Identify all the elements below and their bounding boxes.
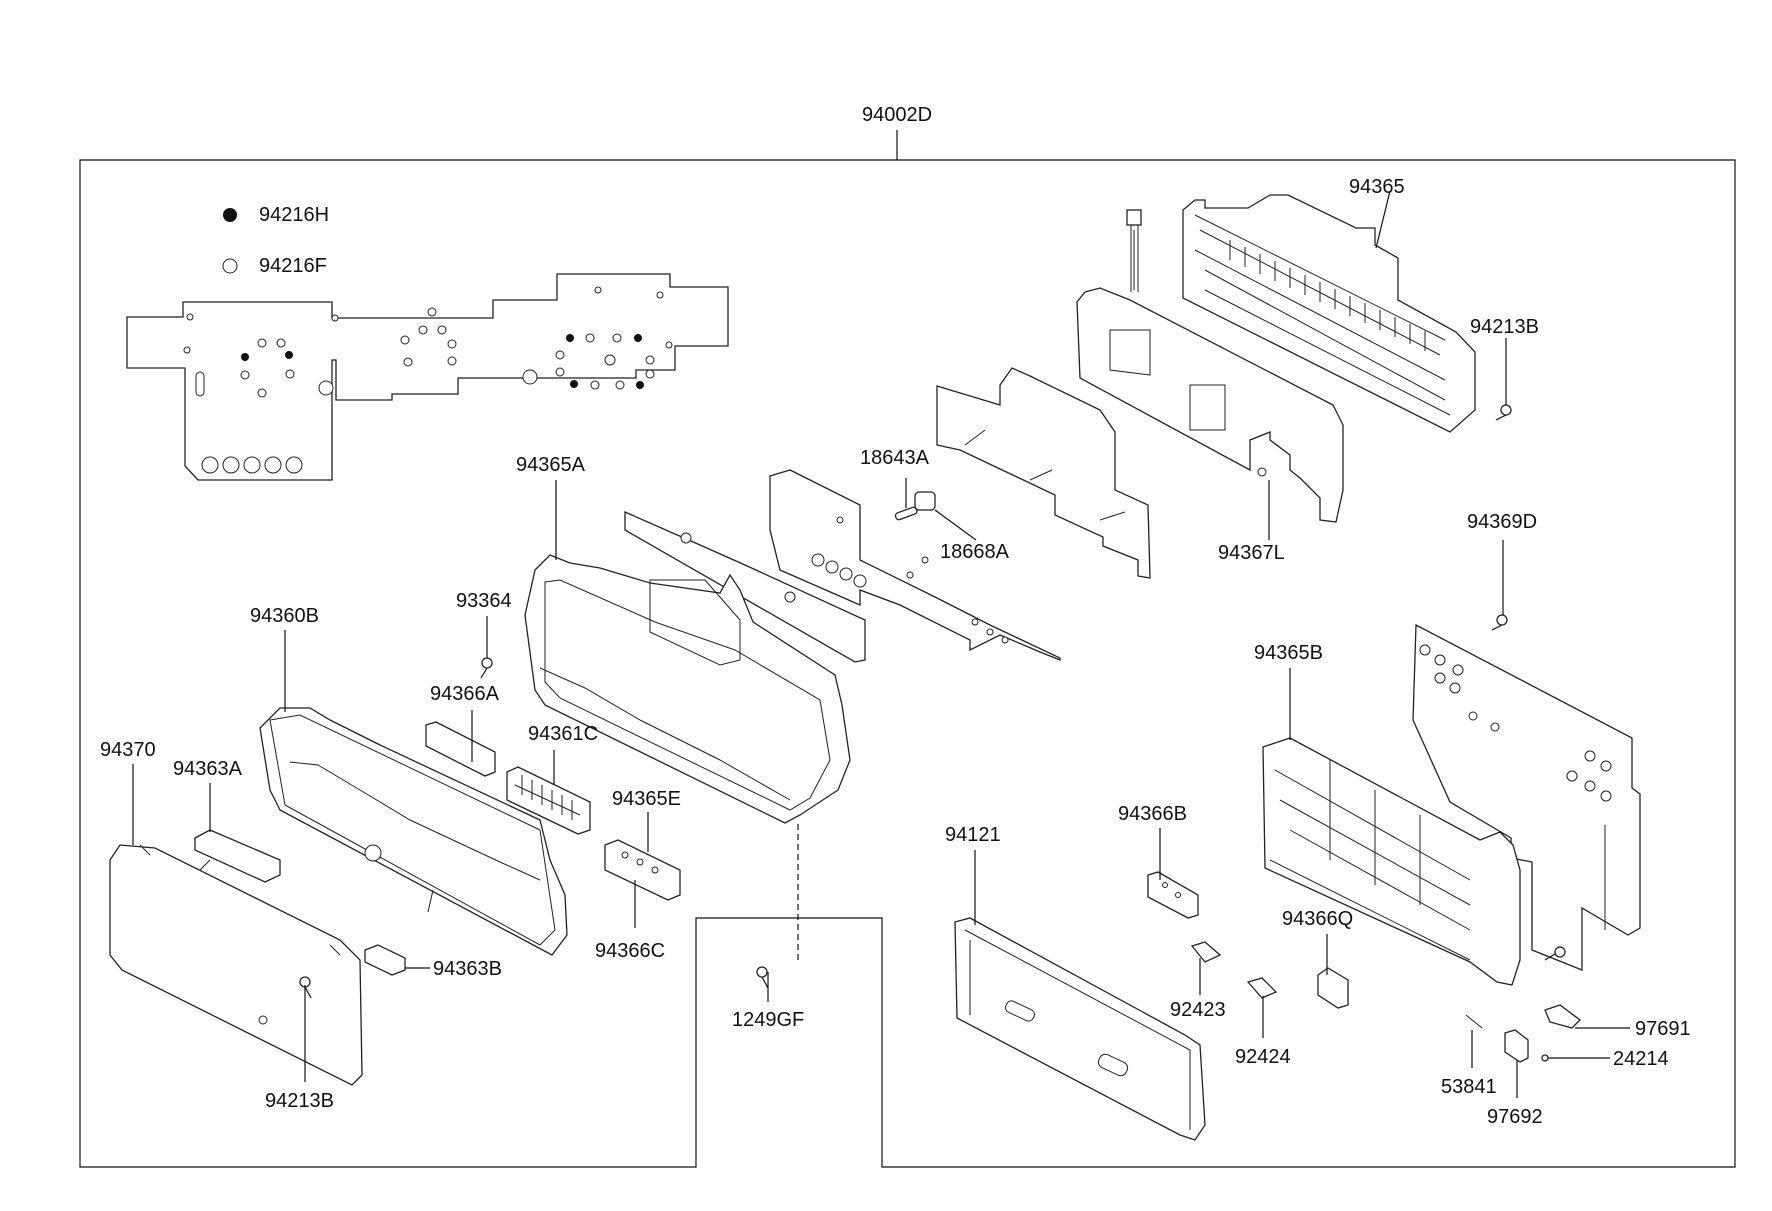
callout-92423: 92423 <box>1170 999 1226 1021</box>
mask-plate-part <box>1412 623 1641 971</box>
callout-18668A: 18668A <box>940 541 1010 563</box>
callout-97691: 97691 <box>1635 1018 1691 1040</box>
label-sticker-part <box>364 944 406 976</box>
callout-1249GF: 1249GF <box>732 1009 804 1031</box>
callout-94213B-top: 94213B <box>1470 316 1539 338</box>
filled-circle-icon <box>223 208 237 222</box>
bracket-part <box>1544 1004 1581 1029</box>
shield-plate-part <box>1317 967 1349 1009</box>
clip-part <box>1246 977 1278 999</box>
case-part <box>524 554 851 824</box>
screw-part <box>1491 614 1508 631</box>
callout-93364: 93364 <box>456 590 512 612</box>
callout-94370: 94370 <box>100 739 156 761</box>
rivet-part <box>1541 1054 1549 1062</box>
legend-label-filled: 94216H <box>259 204 329 226</box>
legend-label-open: 94216F <box>259 255 327 277</box>
pin-part <box>1465 1014 1483 1029</box>
connector-part <box>506 766 591 835</box>
screw-part <box>480 657 493 679</box>
screw-part <box>1544 946 1566 961</box>
callout-53841: 53841 <box>1441 1076 1497 1098</box>
bezel-part <box>259 707 568 956</box>
callout-94365A: 94365A <box>516 454 586 476</box>
callout-94213B-bottom: 94213B <box>265 1090 334 1112</box>
callout-94369D: 94369D <box>1467 511 1537 533</box>
callout-94361C: 94361C <box>528 723 598 745</box>
assembly-label: 94002D <box>862 104 932 126</box>
legend: 94216H 94216F <box>222 204 329 277</box>
callout-94365B: 94365B <box>1254 642 1323 664</box>
circuit-board-part <box>126 273 729 481</box>
callout-94363A: 94363A <box>173 758 243 780</box>
clip-part <box>1190 941 1222 963</box>
screw-part <box>756 966 769 989</box>
callout-94366B: 94366B <box>1118 803 1187 825</box>
panel-part <box>954 917 1206 1141</box>
callout-94363B: 94363B <box>433 958 502 980</box>
callout-94366A: 94366A <box>430 683 500 705</box>
case-back-part <box>1262 737 1521 986</box>
pcb-part <box>936 367 1151 579</box>
bracket-part <box>1504 1029 1529 1063</box>
screw-part <box>1495 404 1512 421</box>
callout-94367L: 94367L <box>1218 542 1285 564</box>
lamp-holder-part <box>604 839 681 901</box>
callout-24214: 24214 <box>1613 1048 1669 1070</box>
assembly-frame <box>79 130 1736 1168</box>
callout-94360B: 94360B <box>250 605 319 627</box>
open-circle-icon <box>222 258 238 274</box>
callout-94121: 94121 <box>945 824 1001 846</box>
callout-94366Q: 94366Q <box>1282 908 1353 930</box>
bulb-part <box>894 491 936 521</box>
callout-97692: 97692 <box>1487 1106 1543 1128</box>
lens-part <box>109 844 363 1086</box>
strip-plate-part <box>624 511 866 663</box>
callout-94365E: 94365E <box>612 788 681 810</box>
small-plate-part <box>425 721 496 777</box>
callout-94366C: 94366C <box>595 940 665 962</box>
callout-92424: 92424 <box>1235 1046 1291 1068</box>
lamp-board-part <box>769 469 1061 661</box>
callout-18643A: 18643A <box>860 447 930 469</box>
rear-housing-part <box>1126 194 1476 433</box>
cover-plate-part <box>1147 871 1199 919</box>
callout-94365: 94365 <box>1349 176 1405 198</box>
reflector-plate-part <box>1076 287 1344 523</box>
